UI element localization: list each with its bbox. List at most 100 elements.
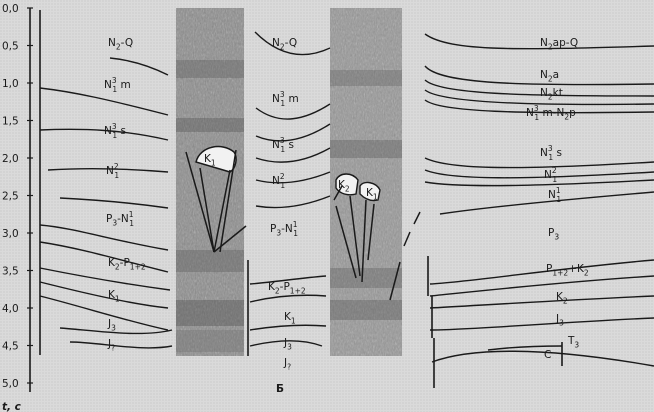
horizon-line [429,295,654,309]
horizon-label: K1 [366,187,378,202]
fault-line [403,231,411,247]
horizon-label: J3 [555,313,564,328]
horizon-line [424,33,654,50]
horizon-line [424,179,654,187]
horizon-line [424,79,654,97]
horizon-label: N2a [540,69,559,84]
horizon-line [39,281,169,309]
strip2-overlay [333,173,421,301]
axis-tick-label: 2,0 [2,153,19,165]
fault-line [335,205,357,279]
right-horizons [424,33,654,388]
left-horizons [39,57,173,349]
horizon-line [39,87,169,116]
horizon-line [255,147,331,163]
horizon-label: T3 [567,335,579,350]
fault-line [361,199,367,283]
horizon-label: K1 [284,311,296,326]
horizon-line [424,169,654,179]
fault-line [185,151,215,253]
axis-tick-label: 5,0 [2,378,19,390]
axis-tick-label: 3,0 [2,228,19,240]
horizon-label: K2-P1+2 [108,257,146,272]
horizon-label: K2-P1+2 [268,281,306,296]
horizon-label: P3 [548,227,559,242]
horizon-line [39,224,169,251]
axis-tick-label: 0,5 [2,41,19,53]
horizon-label: N2ap-Q [540,37,578,52]
fault-line [333,185,343,201]
horizon-label: K2 [556,291,568,306]
horizon-label: K2 [338,179,350,194]
horizon-line [109,57,169,76]
horizon-line [249,275,327,285]
horizon-line [424,89,654,106]
horizon-line [431,350,654,367]
horizon-line [59,327,173,335]
horizon-line [39,295,169,331]
axis-tick-label: 4,0 [2,303,19,315]
horizon-line [39,128,169,141]
axis-tick-label: 1,5 [2,116,19,128]
axis-tick-label: 3,5 [2,266,19,278]
horizon-line [255,103,331,120]
horizon-label: N2-Q [272,37,297,52]
horizon-line [249,324,327,331]
horizon-line [47,168,169,173]
horizon-label: K1 [108,289,120,304]
fault-line [349,195,361,277]
axis-tick-label: 1,0 [2,78,19,90]
fault-line [367,203,375,261]
horizon-line [429,317,654,331]
horizon-line [254,31,331,56]
horizon-line [424,157,654,169]
horizon-line [429,275,654,297]
horizon-line [249,340,323,347]
horizon-line [487,345,563,351]
horizon-line [255,123,331,142]
horizon-line [439,191,654,215]
axis-label: t, c [2,401,22,412]
horizon-line [429,259,654,285]
axis-tick-label: 4,5 [2,341,19,353]
horizon-label: J? [107,338,115,353]
fault-line [199,167,215,253]
horizon-line [249,294,327,303]
time-axis: 0,00,51,01,52,02,53,03,54,04,55,0 t, c [2,3,33,412]
horizon-label: N2-Q [108,37,133,52]
horizon-label: C [544,349,551,361]
axis-tick-label: 0,0 [2,3,19,15]
horizon-line [424,65,654,86]
horizon-line [255,195,331,209]
seismic-strip-1 [176,8,244,356]
horizon-line [255,171,331,184]
middle-horizons [247,31,331,356]
fault-line [213,225,247,253]
seismic-strip-2 [330,8,402,356]
panel-label: Б [276,383,284,395]
horizon-line [39,267,171,291]
fault-line [213,169,231,253]
fault-line [389,261,401,301]
horizon-label: N2kt [540,87,563,102]
horizon-label: J3 [283,337,292,352]
horizon-line [424,99,654,114]
horizon-label: K1 [204,153,216,168]
horizon-label: J3 [107,318,116,333]
horizon-line [59,197,169,209]
fault-line [413,211,421,225]
